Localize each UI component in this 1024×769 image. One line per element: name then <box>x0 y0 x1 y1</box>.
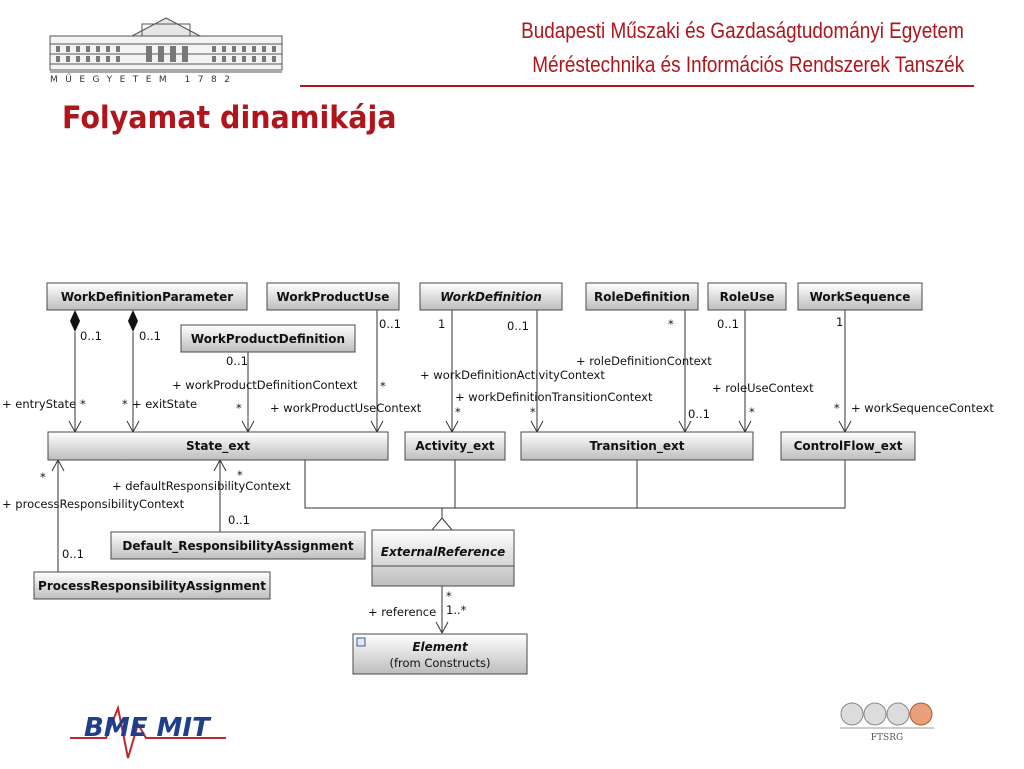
svg-text:+ workProductUseContext: + workProductUseContext <box>270 401 422 415</box>
class-work-definition: WorkDefinition <box>419 282 563 311</box>
svg-text:+ entryState: + entryState <box>2 397 76 411</box>
svg-text:ControlFlow_ext: ControlFlow_ext <box>794 439 903 454</box>
svg-text:ExternalReference: ExternalReference <box>381 545 505 559</box>
svg-text:1: 1 <box>836 315 843 329</box>
svg-text:0..1: 0..1 <box>62 547 84 561</box>
svg-text:Default_ResponsibilityAssignme: Default_ResponsibilityAssignment <box>122 539 353 554</box>
svg-text:0..1: 0..1 <box>228 513 250 527</box>
svg-text:+ workProductDefinitionContext: + workProductDefinitionContext <box>172 378 358 392</box>
svg-text:1: 1 <box>438 317 445 331</box>
university-name: Budapesti Műszaki és Gazdaságtudományi E… <box>521 18 964 43</box>
svg-text:*: * <box>834 401 840 415</box>
svg-text:*: * <box>40 470 46 484</box>
class-activity-ext: Activity_ext <box>404 431 506 461</box>
svg-text:0..1: 0..1 <box>80 329 102 343</box>
svg-text:RoleUse: RoleUse <box>720 290 775 304</box>
class-work-sequence: WorkSequence <box>797 282 923 311</box>
class-work-product-definition: WorkProductDefinition <box>180 324 356 353</box>
page-title: Folyamat dinamikája <box>62 100 397 136</box>
svg-text:WorkDefinition: WorkDefinition <box>440 290 542 304</box>
svg-text:RoleDefinition: RoleDefinition <box>594 290 690 304</box>
package-icon <box>356 637 366 647</box>
svg-text:+ exitState: + exitState <box>132 397 197 411</box>
bme-mit-logo: BME MIT <box>66 688 236 764</box>
svg-text:*: * <box>749 405 755 419</box>
svg-text:WorkDefinitionParameter: WorkDefinitionParameter <box>61 290 233 304</box>
class-transition-ext: Transition_ext <box>520 431 754 461</box>
class-control-flow-ext: ControlFlow_ext <box>780 431 916 461</box>
department-name: Méréstechnika és Információs Rendszerek … <box>532 52 964 77</box>
svg-text:Activity_ext: Activity_ext <box>415 439 495 454</box>
svg-text:+ reference: + reference <box>368 605 436 619</box>
svg-text:0..1: 0..1 <box>226 354 248 368</box>
svg-text:+ workDefinitionActivityContex: + workDefinitionActivityContext <box>420 368 605 382</box>
svg-text:Element: Element <box>412 640 469 654</box>
svg-text:0..1: 0..1 <box>717 317 739 331</box>
svg-text:Transition_ext: Transition_ext <box>590 439 685 454</box>
svg-text:*: * <box>122 397 128 411</box>
class-state-ext: State_ext <box>47 431 389 461</box>
svg-text:1..*: 1..* <box>446 603 467 617</box>
svg-text:+ roleDefinitionContext: + roleDefinitionContext <box>576 354 712 368</box>
svg-text:+ defaultResponsibilityContext: + defaultResponsibilityContext <box>112 479 291 493</box>
svg-text:*: * <box>80 397 86 411</box>
svg-text:WorkSequence: WorkSequence <box>810 290 911 304</box>
svg-text:+ roleUseContext: + roleUseContext <box>712 381 814 395</box>
svg-text:(from Constructs): (from Constructs) <box>389 656 490 670</box>
university-logo-text: MŰEGYETEM 1782 <box>50 74 237 84</box>
svg-text:*: * <box>237 468 243 482</box>
class-work-definition-parameter: WorkDefinitionParameter <box>46 282 248 311</box>
class-role-use: RoleUse <box>707 282 787 311</box>
svg-text:*: * <box>380 379 386 393</box>
svg-text:*: * <box>530 405 536 419</box>
university-logo: MŰEGYETEM 1782 <box>46 14 286 85</box>
svg-text:0..1: 0..1 <box>688 407 710 421</box>
class-work-product-use: WorkProductUse <box>266 282 400 311</box>
svg-text:ProcessResponsibilityAssignmen: ProcessResponsibilityAssignment <box>38 579 266 593</box>
svg-text:WorkProductDefinition: WorkProductDefinition <box>191 332 345 346</box>
class-role-definition: RoleDefinition <box>585 282 699 311</box>
class-process-responsibility-assignment: ProcessResponsibilityAssignment <box>33 571 271 600</box>
svg-text:0..1: 0..1 <box>139 329 161 343</box>
class-element: Element (from Constructs) <box>352 633 528 675</box>
bme-mit-logo-text: BME MIT <box>84 713 212 743</box>
svg-text:*: * <box>446 589 452 603</box>
class-external-reference: ExternalReference <box>371 529 515 587</box>
svg-text:+ workDefinitionTransitionCont: + workDefinitionTransitionContext <box>455 390 653 404</box>
svg-text:+ processResponsibilityContext: + processResponsibilityContext <box>2 497 185 511</box>
ftsrg-logo-text: FTSRG <box>871 733 903 743</box>
ftsrg-logo: FTSRG <box>832 688 952 748</box>
svg-text:*: * <box>455 405 461 419</box>
svg-text:*: * <box>668 317 674 331</box>
svg-text:0..1: 0..1 <box>379 317 401 331</box>
class-default-responsibility-assignment: Default_ResponsibilityAssignment <box>110 531 366 560</box>
svg-text:+ workSequenceContext: + workSequenceContext <box>851 401 994 415</box>
svg-text:*: * <box>236 401 242 415</box>
svg-text:WorkProductUse: WorkProductUse <box>277 290 390 304</box>
svg-text:State_ext: State_ext <box>186 439 250 454</box>
svg-text:0..1: 0..1 <box>507 319 529 333</box>
header-divider <box>300 85 974 87</box>
